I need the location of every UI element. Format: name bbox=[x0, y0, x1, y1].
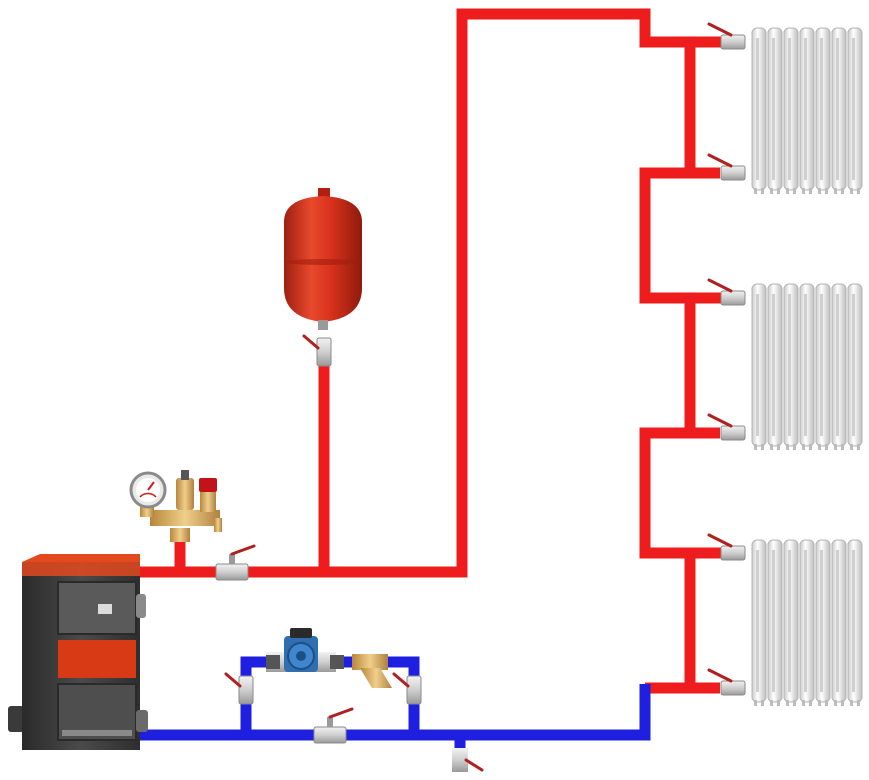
radiator-icon bbox=[751, 539, 863, 706]
return-pipes bbox=[140, 656, 651, 750]
return-main-pipe bbox=[140, 684, 651, 741]
relief-valve-icon bbox=[199, 478, 222, 532]
solid-fuel-boiler-icon bbox=[8, 554, 148, 750]
bypass-ball-valve-icon[interactable] bbox=[313, 707, 354, 744]
pump-outlet-valve-icon[interactable] bbox=[392, 672, 422, 705]
expansion-tank-valve-icon[interactable] bbox=[302, 334, 332, 367]
radiator-riser-3-pipe bbox=[684, 553, 720, 694]
pressure-gauge-icon bbox=[129, 471, 167, 509]
radiator-valve-icon[interactable] bbox=[707, 153, 746, 181]
radiator-valve-icon[interactable] bbox=[707, 22, 746, 50]
ball-valves bbox=[215, 22, 746, 744]
radiator-link-2-3-pipe bbox=[639, 427, 745, 559]
supply-ball-valve-icon[interactable] bbox=[215, 544, 256, 581]
radiator-valve-icon[interactable] bbox=[707, 413, 746, 441]
radiator-link-1-2-pipe bbox=[639, 167, 745, 304]
y-strainer-icon bbox=[352, 654, 392, 688]
drain-valve-icon bbox=[452, 748, 484, 772]
radiator-riser-2-pipe bbox=[684, 298, 720, 439]
safety-group-icon bbox=[129, 470, 222, 542]
expansion-tank-icon bbox=[284, 188, 362, 330]
pump-inlet-valve-icon[interactable] bbox=[224, 672, 254, 705]
supply-pipes bbox=[140, 8, 745, 694]
radiator-valve-icon[interactable] bbox=[707, 533, 746, 561]
radiator-valve-icon[interactable] bbox=[707, 668, 746, 696]
radiator-icon bbox=[751, 27, 863, 194]
radiator-valve-icon[interactable] bbox=[707, 278, 746, 306]
radiator-icon bbox=[751, 283, 863, 450]
radiator-riser-pipe bbox=[684, 36, 745, 179]
supply-main-pipe bbox=[140, 8, 690, 578]
radiators bbox=[751, 27, 863, 706]
air-vent-icon bbox=[176, 470, 194, 510]
circulation-pump-icon bbox=[266, 628, 344, 672]
